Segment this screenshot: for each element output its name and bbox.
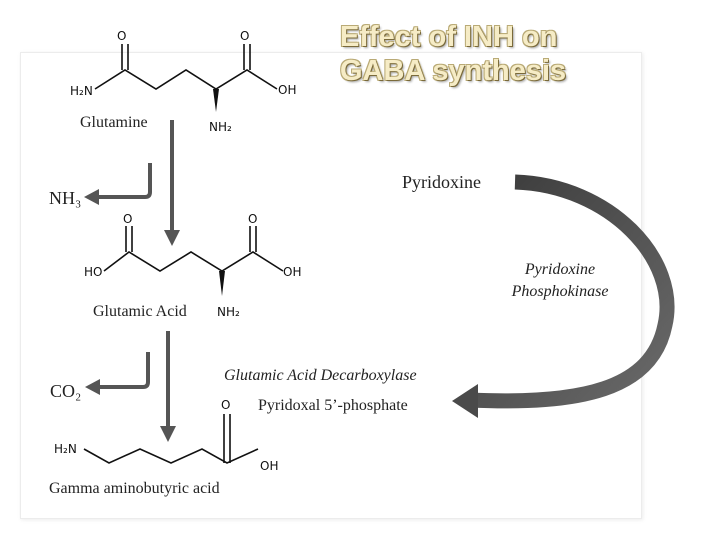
glutamic-ho: HO bbox=[84, 265, 103, 279]
slide-title: Effect of INH on GABA synthesis bbox=[340, 20, 630, 88]
glutamic-oh: OH bbox=[283, 265, 302, 279]
gaba-amine: H₂N bbox=[54, 442, 77, 456]
glutamine-oxygen-2: O bbox=[240, 29, 250, 43]
kinase-line-1: Pyridoxine bbox=[524, 261, 596, 278]
glutamine-nh2: NH₂ bbox=[209, 120, 232, 134]
title-line-2: GABA synthesis bbox=[340, 55, 567, 87]
gad-enzyme-label: Glutamic Acid Decarboxylase bbox=[224, 367, 417, 384]
wedge-bond bbox=[219, 271, 225, 296]
glutamic-acid-structure bbox=[103, 226, 284, 296]
glutamic-acid-label: Glutamic Acid bbox=[93, 303, 187, 320]
glutamine-structure bbox=[94, 44, 278, 112]
gaba-structure bbox=[83, 414, 259, 464]
glutamic-nh2: NH₂ bbox=[217, 305, 240, 319]
title-line-1: Effect of INH on bbox=[340, 21, 558, 53]
glutamine-amide-n: H₂N bbox=[70, 84, 93, 98]
glutamic-oxygen-1: O bbox=[123, 212, 133, 226]
wedge-bond bbox=[213, 89, 219, 112]
glutamine-oxygen-1: O bbox=[117, 29, 127, 43]
glutamine-oh: OH bbox=[278, 83, 297, 97]
ammonia-label: NH₃ bbox=[49, 188, 82, 208]
pyridoxine-cycle-arrow bbox=[452, 174, 675, 418]
pyridoxine-label: Pyridoxine bbox=[402, 172, 481, 192]
slide-frame bbox=[20, 52, 642, 519]
carbon-dioxide-label: CO₂ bbox=[50, 381, 82, 401]
glutamine-label: Glutamine bbox=[80, 114, 148, 131]
gaba-oxygen: O bbox=[221, 398, 231, 412]
kinase-label: Pyridoxine Phosphokinase bbox=[490, 259, 630, 303]
gaba-label: Gamma aminobutyric acid bbox=[49, 480, 220, 497]
nh3-arrowhead bbox=[84, 189, 99, 205]
kinase-line-2: Phosphokinase bbox=[511, 283, 609, 300]
glutamic-oxygen-2: O bbox=[248, 212, 258, 226]
reaction-arrows bbox=[160, 120, 180, 442]
byproduct-arrows bbox=[96, 163, 152, 389]
gaba-oh: OH bbox=[260, 459, 279, 473]
co2-arrowhead bbox=[85, 379, 100, 395]
cofactor-label: Pyridoxal 5’-phosphate bbox=[258, 397, 408, 414]
